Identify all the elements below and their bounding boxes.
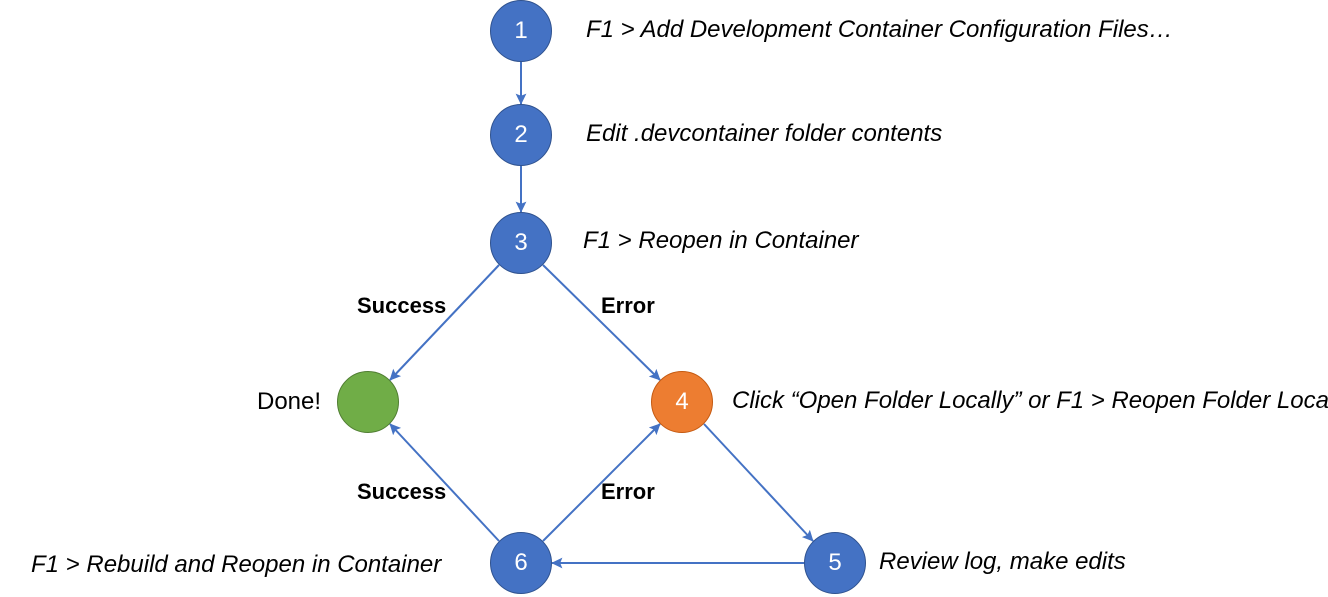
edge-n6-to-n4 [542,423,661,542]
caption-done: Done! [257,388,322,415]
caption-n6: F1 > Rebuild and Reopen in Container [31,551,442,578]
node-n6-label: 6 [514,549,528,576]
node-n2[interactable]: 2 [490,104,552,166]
caption-n5: Review log, make edits [879,548,1126,575]
caption-n3: F1 > Reopen in Container [583,227,859,254]
node-n4-label: 4 [675,388,689,415]
node-n1-label: 1 [514,17,528,44]
caption-n2: Edit .devcontainer folder contents [586,120,943,147]
node-n1[interactable]: 1 [490,0,552,62]
edge-label-el2: Error [601,293,655,318]
edge-n3-to-done [389,264,500,381]
edge-n6-to-done [389,423,500,542]
node-n2-label: 2 [514,121,528,148]
node-n3[interactable]: 3 [490,212,552,274]
edge-n3-to-n4 [542,264,661,381]
caption-n4: Click “Open Folder Locally” or F1 > Reop… [732,387,1328,414]
edge-label-el3: Success [357,479,447,504]
node-n5-label: 5 [828,549,842,576]
edge-label-el1: Success [357,293,447,318]
node-n5[interactable]: 5 [804,532,866,594]
edge-n4-to-n5 [703,423,814,542]
edge-label-el4: Error [601,479,655,504]
node-n3-label: 3 [514,229,528,256]
node-n6[interactable]: 6 [490,532,552,594]
caption-n1: F1 > Add Development Container Configura… [586,16,1173,43]
node-n4[interactable]: 4 [651,371,713,433]
node-done[interactable] [337,371,399,433]
